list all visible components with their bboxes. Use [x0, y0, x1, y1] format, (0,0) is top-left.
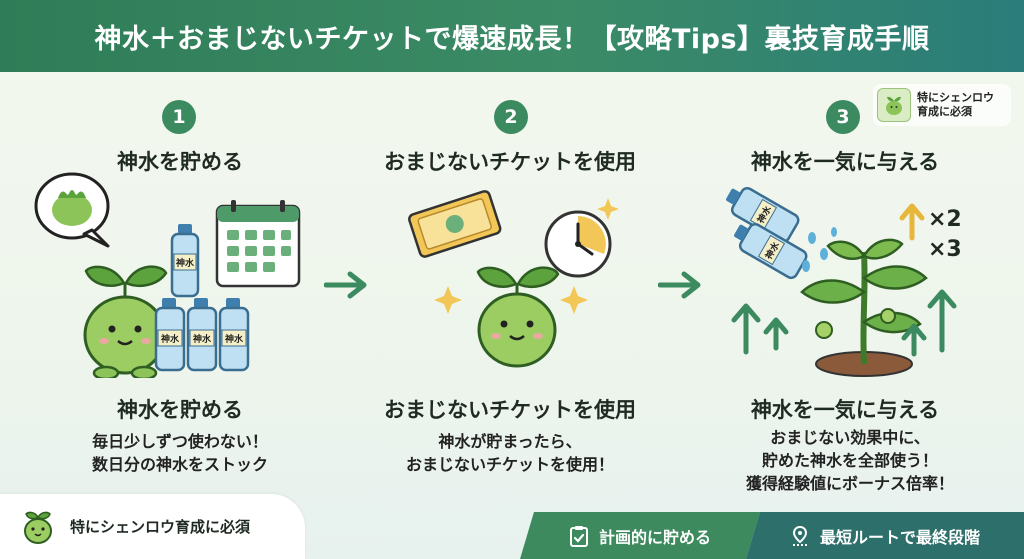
plan-pill: 計画的に貯める — [520, 512, 760, 559]
step-1-number: 1 — [162, 100, 196, 134]
step-1-title: 神水を貯める — [117, 150, 243, 174]
badge-line2: 育成に必須 — [917, 105, 972, 118]
step-3-desc-line3: 獲得経験値にボーナス倍率！ — [745, 474, 954, 493]
arrow-up-icon — [731, 289, 957, 357]
sprout-icon — [20, 509, 56, 545]
arrow-right-icon — [658, 270, 702, 300]
step-2-subtitle: おまじないチケットを使用 — [384, 398, 636, 422]
water-drop-icon — [802, 227, 837, 272]
sprout-character-icon — [83, 265, 168, 378]
speech-bubble-icon — [34, 172, 110, 248]
multiplier-x2: ×2 — [928, 207, 962, 232]
svg-text:神水: 神水 — [161, 333, 180, 345]
footer-note-text: 特にシェンロウ育成に必須 — [70, 518, 251, 536]
arrow-up-gold-icon — [899, 203, 925, 241]
route-label: 最短ルートで最終段階 — [819, 527, 980, 547]
growing-plant-icon — [800, 238, 928, 377]
shenrou-badge: 特にシェンロウ 育成に必須 — [873, 84, 1011, 126]
step-3-subtitle: 神水を一気に与える — [750, 398, 940, 422]
step-2-illustration — [398, 186, 638, 376]
footer-steps-bar: 計画的に貯める 最短ルートで最終段階 — [520, 512, 1024, 559]
step-2-description: 神水が貯まったら、 おまじないチケットを使用！ — [380, 430, 640, 476]
step-2-desc-line2: おまじないチケットを使用！ — [405, 455, 614, 474]
step-1-subtitle: 神水を貯める — [117, 398, 243, 422]
sparkle-icon — [434, 198, 619, 314]
route-pin-icon — [790, 525, 810, 547]
arrow-right-icon — [324, 270, 368, 300]
step-1-illustration: 神水 神水 神水 神水 — [22, 168, 322, 378]
step-1-desc-line1: 毎日少しずつ使わない！ — [92, 432, 268, 451]
step-2-title: おまじないチケットを使用 — [384, 150, 636, 174]
clipboard-check-icon — [569, 525, 589, 547]
step-3-desc-line1: おまじない効果中に、 — [770, 428, 930, 447]
step-1-description: 毎日少しずつ使わない！ 数日分の神水をストック — [60, 430, 300, 476]
step-3-description: おまじない効果中に、 貯めた神水を全部使う！ 獲得経験値にボーナス倍率！ — [720, 426, 980, 495]
footer-note: 特にシェンロウ育成に必須 — [0, 494, 305, 559]
multiplier-x3: ×3 — [928, 237, 962, 262]
clock-icon — [544, 210, 612, 278]
page-title: 神水＋おまじないチケットで爆速成長！【攻略Tips】裏技育成手順 — [94, 23, 930, 55]
route-pill: 最短ルートで最終段階 — [746, 512, 1024, 559]
step-2-desc-line1: 神水が貯まったら、 — [438, 432, 582, 451]
calendar-icon — [215, 200, 301, 288]
step-3-title: 神水を一気に与える — [750, 150, 940, 174]
holy-water-bottle-icon: 神水 — [170, 224, 200, 298]
ticket-icon — [408, 190, 502, 258]
bottle-label: 神水 — [176, 257, 195, 269]
plan-label: 計画的に貯める — [598, 527, 711, 547]
step-3-illustration: 神水 神水 — [716, 182, 996, 382]
badge-line1: 特にシェンロウ — [917, 91, 994, 104]
step-2-number: 2 — [494, 100, 528, 134]
svg-text:神水: 神水 — [193, 333, 212, 345]
sprout-character-icon — [476, 266, 560, 368]
step-3-number: 3 — [826, 100, 860, 134]
sprout-icon — [877, 88, 911, 122]
step-1-desc-line2: 数日分の神水をストック — [91, 455, 268, 474]
step-3-desc-line2: 貯めた神水を全部使う！ — [761, 451, 938, 470]
header-banner: 神水＋おまじないチケットで爆速成長！【攻略Tips】裏技育成手順 — [0, 0, 1024, 72]
svg-text:神水: 神水 — [225, 333, 244, 345]
